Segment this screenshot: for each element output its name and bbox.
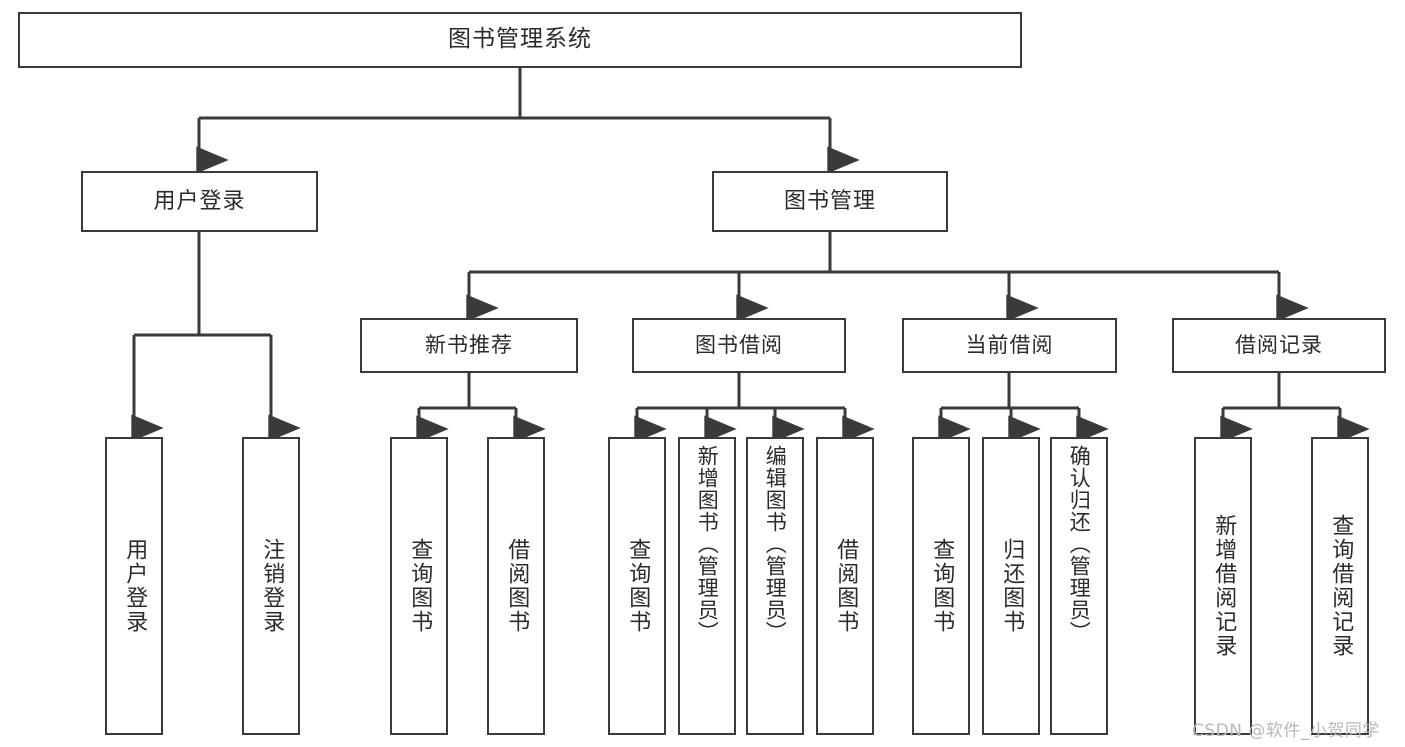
node-label: 图书借阅 <box>695 333 783 358</box>
node-label: 借阅记录 <box>1235 333 1323 358</box>
node-label: 用户登录 <box>153 188 246 214</box>
leaf-borrow-edit-book[interactable]: 编辑图书（管理员） <box>746 437 804 735</box>
leaf-borrow-add-book[interactable]: 新增图书（管理员） <box>678 437 736 735</box>
node-book-borrow[interactable]: 图书借阅 <box>632 318 846 373</box>
leaf-current-query-book[interactable]: 查询图书 <box>912 437 970 735</box>
node-label: 注销登录 <box>259 538 285 634</box>
node-current-borrow[interactable]: 当前借阅 <box>902 318 1117 373</box>
leaf-current-return-book[interactable]: 归还图书 <box>982 437 1040 735</box>
leaf-recommend-borrow-book[interactable]: 借阅图书 <box>487 437 545 735</box>
node-root-system[interactable]: 图书管理系统 <box>18 12 1022 68</box>
node-label: 编辑图书（管理员） <box>763 445 788 643</box>
node-label: 查询图书 <box>407 538 433 634</box>
node-new-book-recommend[interactable]: 新书推荐 <box>360 318 578 373</box>
csdn-watermark: CSDN @软件_小贺同学 <box>1192 721 1380 741</box>
node-label: 查询图书 <box>625 538 651 634</box>
node-label: 用户登录 <box>122 538 148 634</box>
node-borrow-record[interactable]: 借阅记录 <box>1172 318 1386 373</box>
node-label: 查询借阅记录 <box>1328 514 1354 658</box>
leaf-record-add[interactable]: 新增借阅记录 <box>1194 437 1252 735</box>
leaf-user-login[interactable]: 用户登录 <box>105 437 163 735</box>
node-label: 归还图书 <box>999 538 1025 634</box>
leaf-record-query[interactable]: 查询借阅记录 <box>1311 437 1369 735</box>
node-label: 确认归还（管理员） <box>1067 445 1092 643</box>
leaf-recommend-query-book[interactable]: 查询图书 <box>390 437 448 735</box>
node-label: 借阅图书 <box>504 538 530 634</box>
node-user-login[interactable]: 用户登录 <box>81 171 318 232</box>
leaf-borrow-query-book[interactable]: 查询图书 <box>608 437 666 735</box>
node-book-management[interactable]: 图书管理 <box>712 171 948 232</box>
node-label: 查询图书 <box>929 538 955 634</box>
node-label: 图书管理 <box>783 188 876 214</box>
leaf-borrow-borrow-book[interactable]: 借阅图书 <box>816 437 874 735</box>
leaf-user-logout[interactable]: 注销登录 <box>242 437 300 735</box>
node-label: 新书推荐 <box>425 333 513 358</box>
leaf-current-confirm-return[interactable]: 确认归还（管理员） <box>1050 437 1108 735</box>
node-label: 当前借阅 <box>965 333 1054 358</box>
node-label: 借阅图书 <box>833 538 859 634</box>
node-label: 图书管理系统 <box>448 26 592 53</box>
node-label: 新增图书（管理员） <box>695 445 720 643</box>
node-label: 新增借阅记录 <box>1211 514 1237 658</box>
